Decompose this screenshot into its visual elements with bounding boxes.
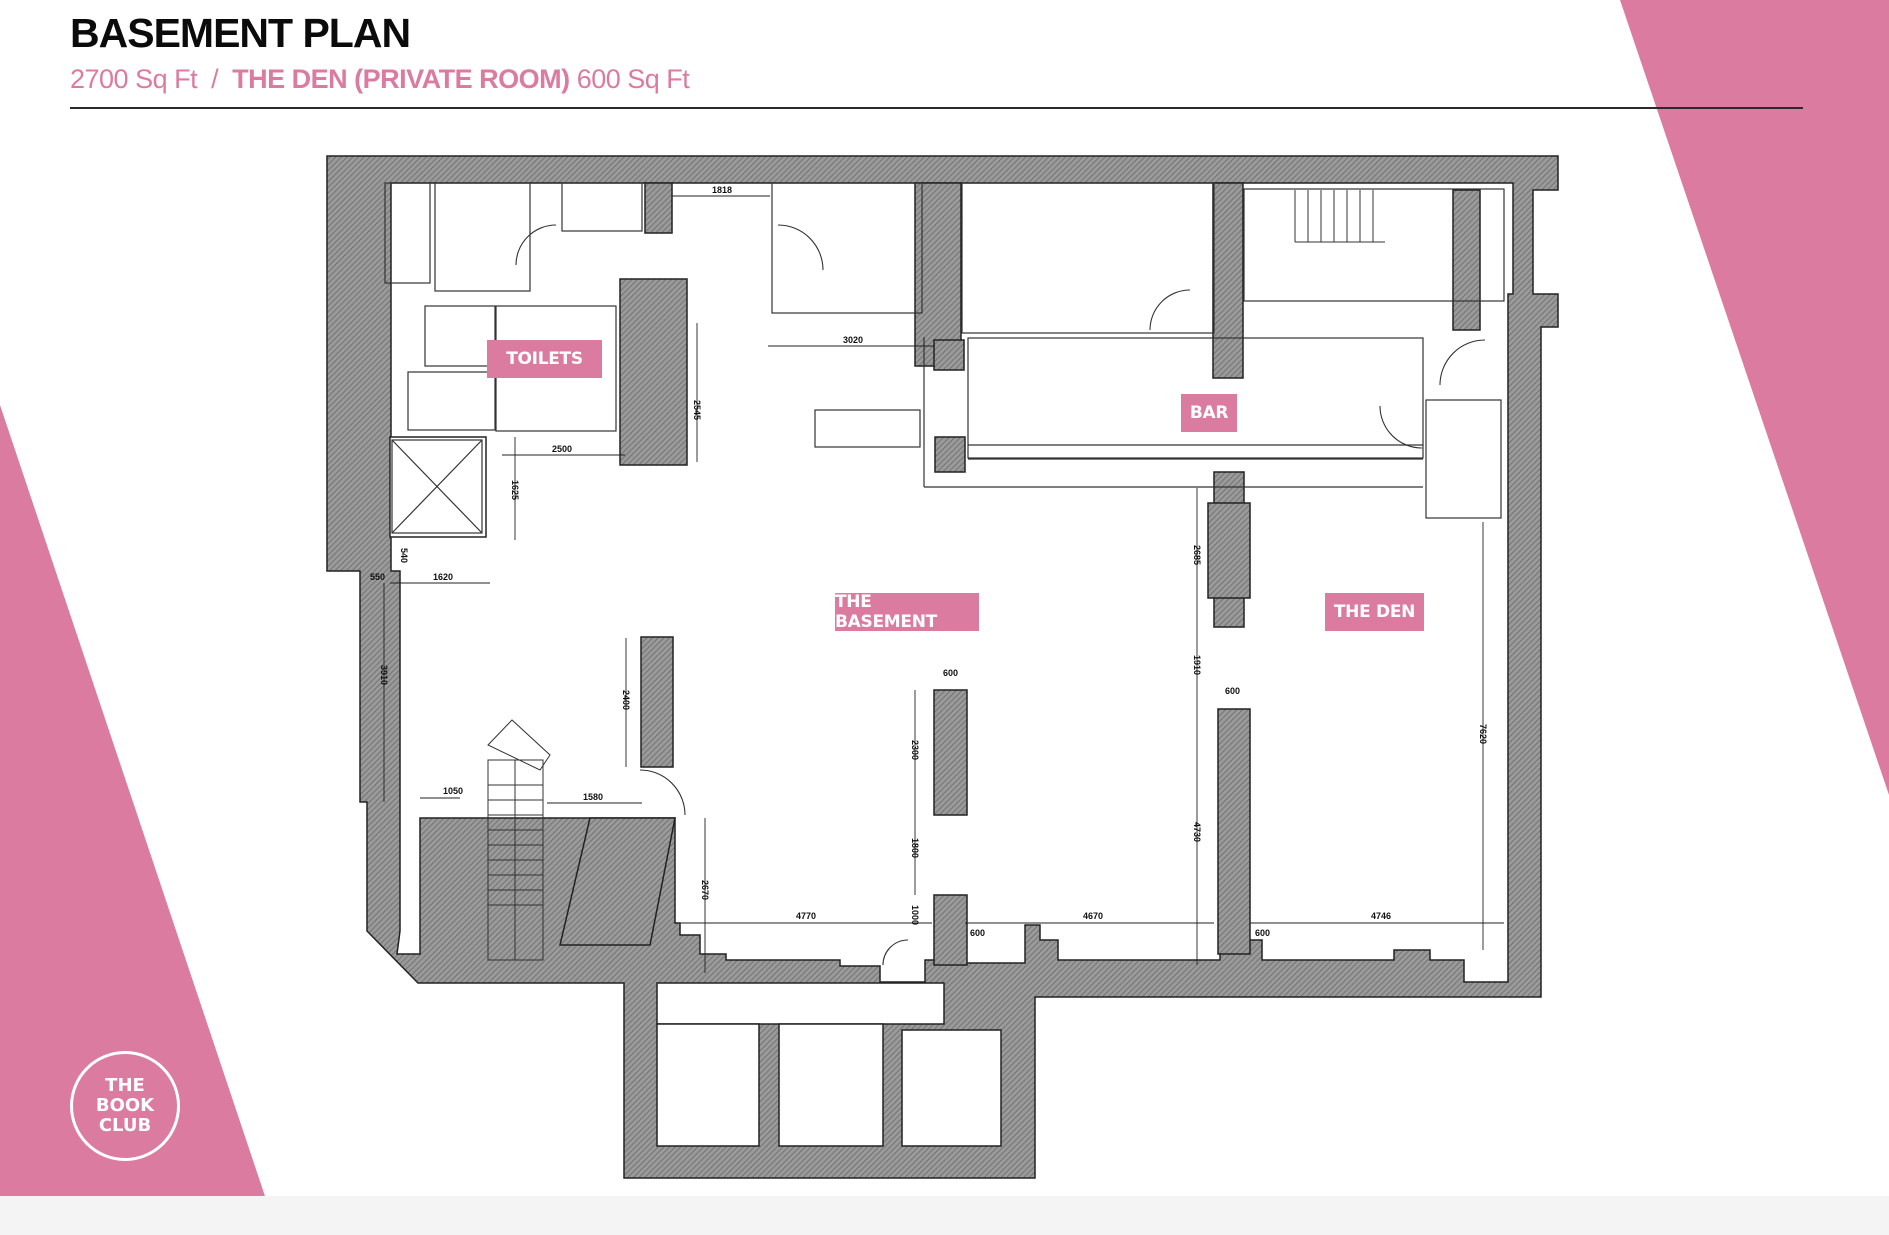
logo-line-1: THE (105, 1075, 145, 1096)
room-label-basement: THE BASEMENT (835, 592, 979, 632)
room-store-top (561, 182, 643, 232)
dim-4730: 4730 (1192, 822, 1202, 842)
page-title: BASEMENT PLAN (70, 10, 411, 56)
stairs-bottom (487, 719, 551, 961)
room-label-den: THE DEN (1325, 593, 1424, 631)
room-den-store (1425, 399, 1502, 519)
dim-4770: 4770 (796, 911, 816, 921)
dim-2300: 2300 (910, 740, 920, 760)
walls (326, 155, 1559, 1179)
wall-stack-1 (914, 182, 962, 367)
private-room-name: THE DEN (PRIVATE ROOM) (232, 64, 570, 94)
dim-4670: 4670 (1083, 911, 1103, 921)
wall-mid-column-1 (933, 689, 968, 816)
dim-1625: 1625 (510, 480, 520, 500)
dim-2500: 2500 (552, 444, 572, 454)
room-office-1 (771, 182, 923, 314)
wall-top-mid-1 (644, 182, 673, 234)
pink-left-stripe (0, 405, 278, 1235)
stair-wedge (559, 817, 676, 946)
wall-basement-block (640, 636, 674, 768)
total-area: 2700 Sq Ft (70, 64, 198, 94)
fixtures (384, 182, 1505, 534)
the-book-club-logo: THE BOOK CLUB (70, 1051, 180, 1161)
dim-7620: 7620 (1478, 724, 1488, 744)
dim-600-mid: 600 (943, 668, 958, 678)
room-label-bar: BAR (1181, 394, 1237, 432)
logo-line-2: BOOK (95, 1095, 155, 1116)
dim-1000: 1000 (910, 905, 920, 925)
dim-2685: 2685 (1192, 545, 1202, 565)
dim-1800: 1800 (910, 838, 920, 858)
doors (515, 224, 1486, 966)
dim-1620: 1620 (433, 572, 453, 582)
dim-1818: 1818 (712, 185, 732, 195)
bar-counter (967, 337, 1424, 459)
dim-1050: 1050 (443, 786, 463, 796)
dim-2400: 2400 (621, 690, 631, 710)
subtitle-separator: / (211, 64, 219, 94)
wall-mid-column-2 (933, 894, 968, 966)
room-stair-top (1243, 188, 1505, 302)
dimension-lines (383, 195, 1504, 973)
wall-bar-pillar (934, 436, 966, 473)
room-label-toilets: TOILETS (487, 340, 602, 378)
lift-shaft (391, 439, 483, 534)
dim-2670: 2670 (700, 880, 710, 900)
wall-stack-2 (1212, 182, 1244, 379)
bar-cabinet (814, 409, 921, 448)
dim-3910: 3910 (379, 665, 389, 685)
room-cubicle-2 (407, 371, 496, 431)
dim-600-low-mid: 600 (970, 928, 985, 938)
room-wc-1 (384, 182, 431, 284)
dim-600-den: 600 (1225, 686, 1240, 696)
wall-den-column (1217, 708, 1251, 955)
dim-4746: 4746 (1371, 911, 1391, 921)
private-room-area: 600 Sq Ft (576, 64, 690, 94)
room-office-2 (961, 182, 1215, 334)
dim-1910: 1910 (1192, 655, 1202, 675)
dim-1580: 1580 (583, 792, 603, 802)
room-cubicle-1 (424, 305, 496, 367)
logo-line-3: CLUB (98, 1115, 152, 1136)
dimension-labels: 1818 3020 2545 2500 1625 540 550 1620 39… (370, 185, 1488, 938)
dim-540: 540 (399, 548, 409, 563)
dim-600-den-low: 600 (1255, 928, 1270, 938)
dim-3020: 3020 (843, 335, 863, 345)
wall-bar-left (933, 339, 965, 371)
bottom-band (0, 1196, 1889, 1235)
dim-2545: 2545 (692, 400, 702, 420)
pink-right-stripe (1620, 0, 1889, 795)
wall-den-pillar-wide (1207, 502, 1251, 599)
stairs-top (1294, 190, 1385, 243)
page-subtitle: 2700 Sq Ft / THE DEN (PRIVATE ROOM) 600 … (70, 64, 690, 95)
wall-toilet-core (619, 278, 688, 466)
wall-shaft (1452, 189, 1481, 331)
header-divider (70, 107, 1803, 109)
dim-550: 550 (370, 572, 385, 582)
room-wc-2 (434, 182, 531, 292)
